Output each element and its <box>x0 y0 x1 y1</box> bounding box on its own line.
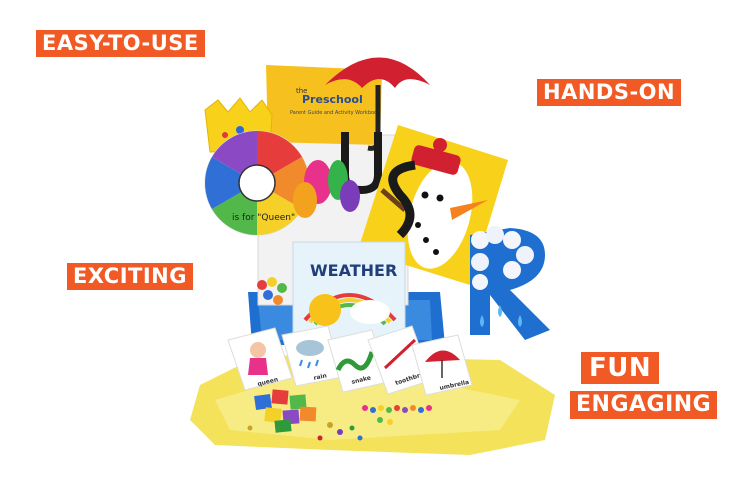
feathers <box>293 160 360 218</box>
workbook-subtitle: Parent Guide and Activity Workbook <box>290 110 380 116</box>
card-label-rain: rain <box>313 372 328 382</box>
pompoms <box>257 277 287 305</box>
color-wheel-craft: is for "Queen" <box>204 130 310 236</box>
letter-r-craft <box>470 226 550 340</box>
easy-to-use-tag: EASY-TO-USE <box>36 30 205 57</box>
card-label-queen: queen <box>257 376 279 388</box>
wheel-caption: is for "Queen" <box>232 213 295 223</box>
hands-on-tag: HANDS-ON <box>537 79 682 106</box>
bead-strand <box>362 405 432 425</box>
foam-squares <box>254 389 317 433</box>
picture-card-queen: queen <box>227 327 293 391</box>
sequins <box>247 422 363 441</box>
picture-card-rain: rain <box>281 325 343 387</box>
workbook-prefix: the <box>296 87 308 95</box>
weather-book-title: WEATHER <box>310 261 397 280</box>
card-label-snake: snake <box>351 374 372 386</box>
exciting-tag: EXCITING <box>67 263 193 290</box>
picture-card-toothbrush: toothbru <box>367 325 433 395</box>
fun-tag: FUN <box>581 352 660 384</box>
preschool-workbook: the Preschool Parent Guide and Activity … <box>266 65 382 145</box>
letter-s-craft <box>388 160 416 239</box>
workbook-title: Preschool <box>302 93 363 106</box>
engaging-tag: ENGAGING <box>570 391 718 419</box>
